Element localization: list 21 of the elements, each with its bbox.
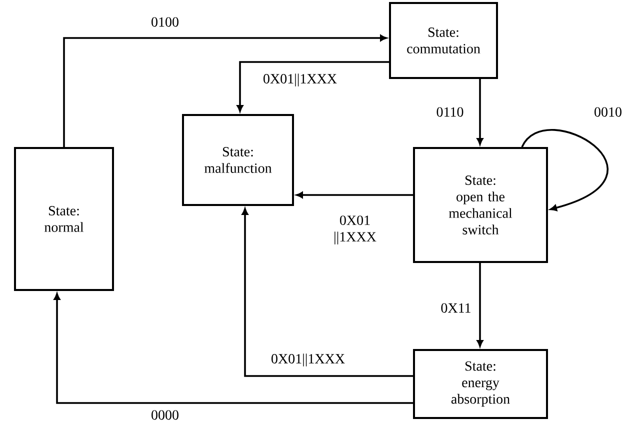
arrow [236,61,389,112]
edge-label: 0X01 ||1XXX [329,214,381,246]
state-box: State: energy absorption [413,348,548,419]
edge-label: 0X11 [440,302,472,314]
arrow [54,293,413,404]
state-box: State: commutation [389,2,498,79]
state-box: State: open the mechanical switch [413,146,548,263]
edge-label: 0110 [435,106,465,118]
arrow [521,129,608,212]
arrow [476,79,484,145]
arrow [63,34,387,147]
edge-label: 0000 [150,409,180,421]
arrow [296,192,413,198]
edge-label: 0X01||1XXX [262,72,338,88]
state-box: State: malfunction [182,114,294,206]
edge-label: 0100 [150,16,180,28]
arrow [476,263,484,347]
edge-label: 0X01||1XXX [270,352,346,368]
arrow [242,208,413,377]
edge-label: 0010 [593,106,623,118]
state-box: State: normal [14,146,114,291]
